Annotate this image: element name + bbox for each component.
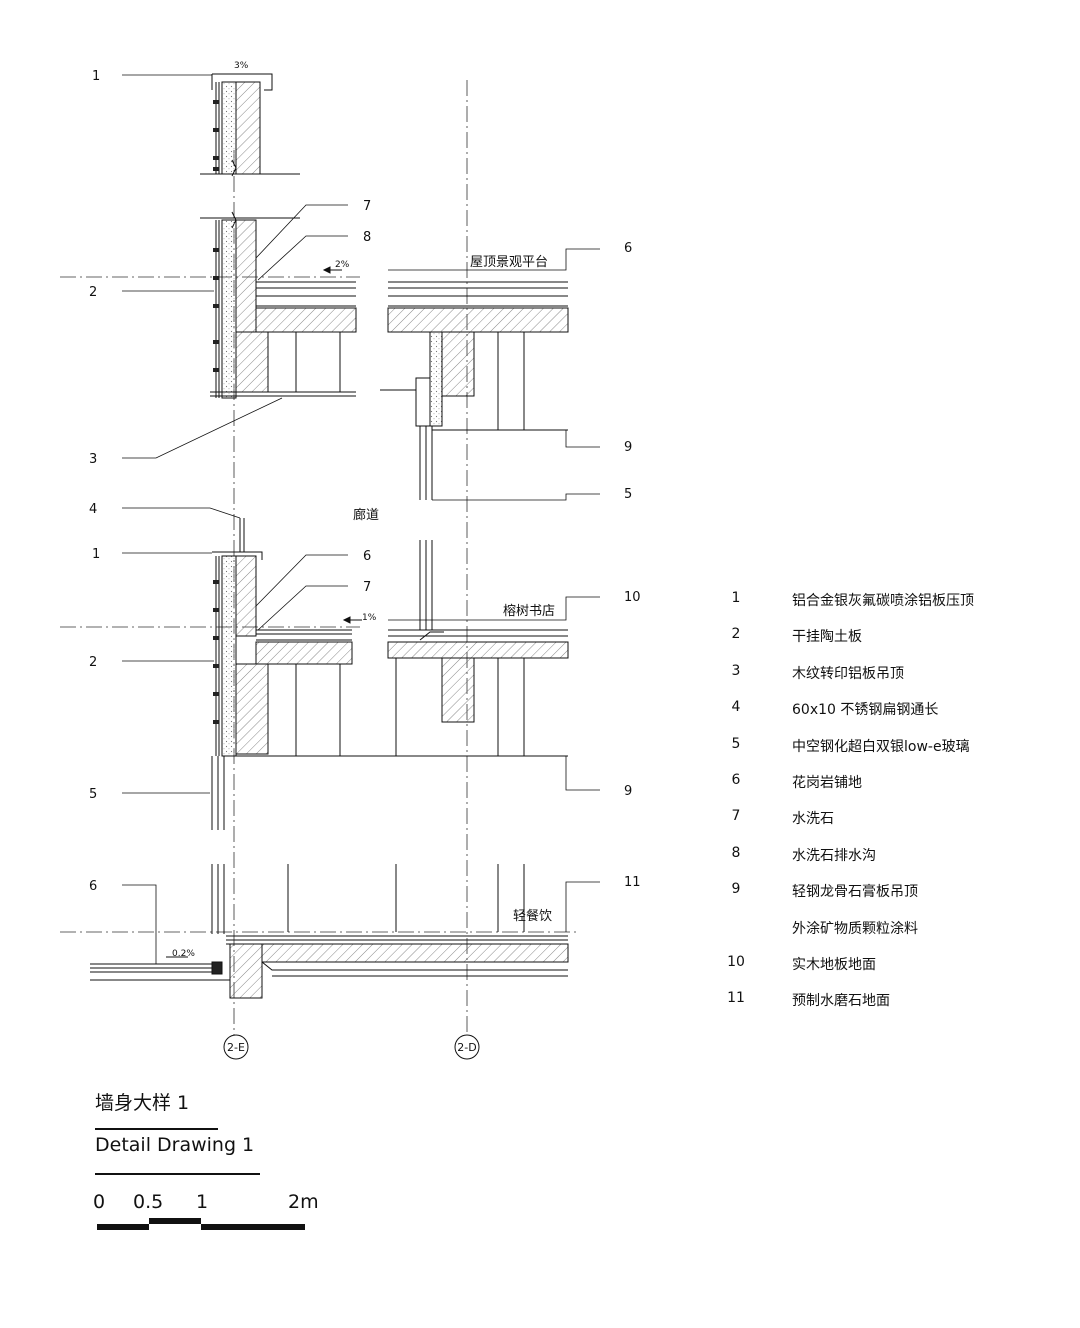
legend-text: 轻钢龙骨石膏板吊顶 xyxy=(792,884,918,901)
legend-text: 实木地板地面 xyxy=(792,956,876,973)
callout-3-roof: 3 xyxy=(89,452,97,467)
room-roof-terrace: 屋顶景观平台 xyxy=(470,255,548,270)
legend-number: 8 xyxy=(731,844,741,861)
legend-row: 4 60x10 不锈钢扁钢通长 xyxy=(722,699,1042,735)
legend-row: 5 中空钢化超白双银low-e玻璃 xyxy=(722,736,1042,772)
legend-number: 11 xyxy=(727,990,745,1007)
legend-text: 水洗石排水沟 xyxy=(792,847,876,864)
legend-number: 9 xyxy=(731,881,741,898)
ground-floor xyxy=(90,864,569,999)
callout-5-mid: 5 xyxy=(89,787,97,802)
legend-text: 木纹转印铝板吊顶 xyxy=(792,665,904,682)
legend-text: 干挂陶土板 xyxy=(792,629,862,646)
callout-2-mid: 2 xyxy=(89,655,97,670)
callout-1-mid: 1 xyxy=(92,547,100,562)
axis-bubbles xyxy=(223,1034,480,1060)
mid-floor-right xyxy=(387,540,569,756)
parapet-detail xyxy=(200,73,300,177)
scale-label-0: 0 xyxy=(93,1191,106,1213)
roof-slab-right xyxy=(380,281,569,500)
title-rules xyxy=(95,1128,260,1175)
legend-row: 9 轻钢龙骨石膏板吊顶 xyxy=(722,881,1042,917)
legend-text: 铝合金银灰氟碳喷涂铝板压顶 xyxy=(792,593,974,609)
slope-labels: 3% 2% 1% 0.2% xyxy=(172,61,377,959)
legend-text: 水洗石 xyxy=(792,811,834,828)
legend-row: 6 花岗岩铺地 xyxy=(722,772,1042,808)
legend-number: 1 xyxy=(731,590,741,606)
callout-6-mid: 6 xyxy=(363,549,371,564)
room-cafe: 轻餐饮 xyxy=(513,908,552,924)
scale-label-2m: 2m xyxy=(288,1191,319,1213)
room-bookstore: 榕树书店 xyxy=(503,604,555,619)
legend-row: 7 水洗石 xyxy=(722,808,1042,844)
legend-text: 花岗岩铺地 xyxy=(792,774,862,791)
roof-slab-left xyxy=(200,211,357,399)
slope-mid: 1% xyxy=(362,613,377,623)
scale-label-1: 1 xyxy=(196,1191,209,1213)
legend-number: 4 xyxy=(731,699,741,716)
callout-9-mid: 9 xyxy=(624,784,632,799)
legend-text: 外涂矿物质颗粒涂料 xyxy=(792,920,918,937)
scale-label-0-5: 0.5 xyxy=(133,1191,164,1213)
legend-text: 预制水磨石地面 xyxy=(792,993,890,1010)
room-names: 屋顶景观平台 廊道 榕树书店 轻餐饮 xyxy=(353,255,555,924)
callout-2-roof: 2 xyxy=(89,285,97,300)
callout-10-mid: 10 xyxy=(624,590,641,605)
callout-numbers: 1 2 3 7 8 6 9 5 4 1 2 6 7 10 9 5 6 11 xyxy=(89,69,641,894)
axis-label-right: 2-D xyxy=(457,1041,476,1054)
legend-number: 2 xyxy=(731,626,741,643)
legend-number: 5 xyxy=(731,735,741,752)
mid-floor-left xyxy=(211,518,568,830)
scale-bar xyxy=(97,1218,305,1230)
callout-4-mid: 4 xyxy=(89,502,97,517)
material-legend: 1 铝合金银灰氟碳喷涂铝板压顶 2 干挂陶土板 3 木纹转印铝板吊顶 4 60x10 不锈钢扁… xyxy=(722,590,1042,1027)
legend-number: 10 xyxy=(727,953,745,970)
leader-lines xyxy=(122,74,600,964)
legend-row: 2 干挂陶土板 xyxy=(722,626,1042,662)
legend-text: 60x10 不锈钢扁钢通长 xyxy=(792,702,939,719)
legend-number: 3 xyxy=(731,662,741,679)
callout-6-roof: 6 xyxy=(624,241,632,256)
drawing-title-en: Detail Drawing 1 xyxy=(95,1134,255,1156)
slope-parapet: 3% xyxy=(234,61,249,71)
callout-11-ground: 11 xyxy=(624,875,641,890)
legend-row: 外涂矿物质颗粒涂料 xyxy=(722,918,1042,954)
callout-7-roof: 7 xyxy=(363,199,371,214)
legend-number: 6 xyxy=(731,771,741,788)
legend-text: 中空钢化超白双银low-e玻璃 xyxy=(792,738,970,755)
callout-5-roof: 5 xyxy=(624,487,632,502)
axis-label-left: 2-E xyxy=(227,1041,245,1054)
room-corridor: 廊道 xyxy=(353,507,379,523)
slope-ground: 0.2% xyxy=(172,949,195,959)
drawing-title-zh: 墙身大样 1 xyxy=(95,1092,190,1114)
callout-7-mid: 7 xyxy=(363,580,371,595)
callout-8-roof: 8 xyxy=(363,230,371,245)
legend-row: 10 实木地板地面 xyxy=(722,954,1042,990)
slope-roof: 2% xyxy=(335,260,350,270)
callout-9-roof: 9 xyxy=(624,440,632,455)
legend-number: 7 xyxy=(731,808,741,825)
legend-row: 3 木纹转印铝板吊顶 xyxy=(722,663,1042,699)
legend-row: 11 预制水磨石地面 xyxy=(722,990,1042,1026)
legend-row: 8 水洗石排水沟 xyxy=(722,845,1042,881)
axis-lines xyxy=(60,80,580,1035)
callout-6-ground: 6 xyxy=(89,879,97,894)
callout-1-roof: 1 xyxy=(92,69,100,84)
legend-row: 1 铝合金银灰氟碳喷涂铝板压顶 xyxy=(722,590,1042,626)
